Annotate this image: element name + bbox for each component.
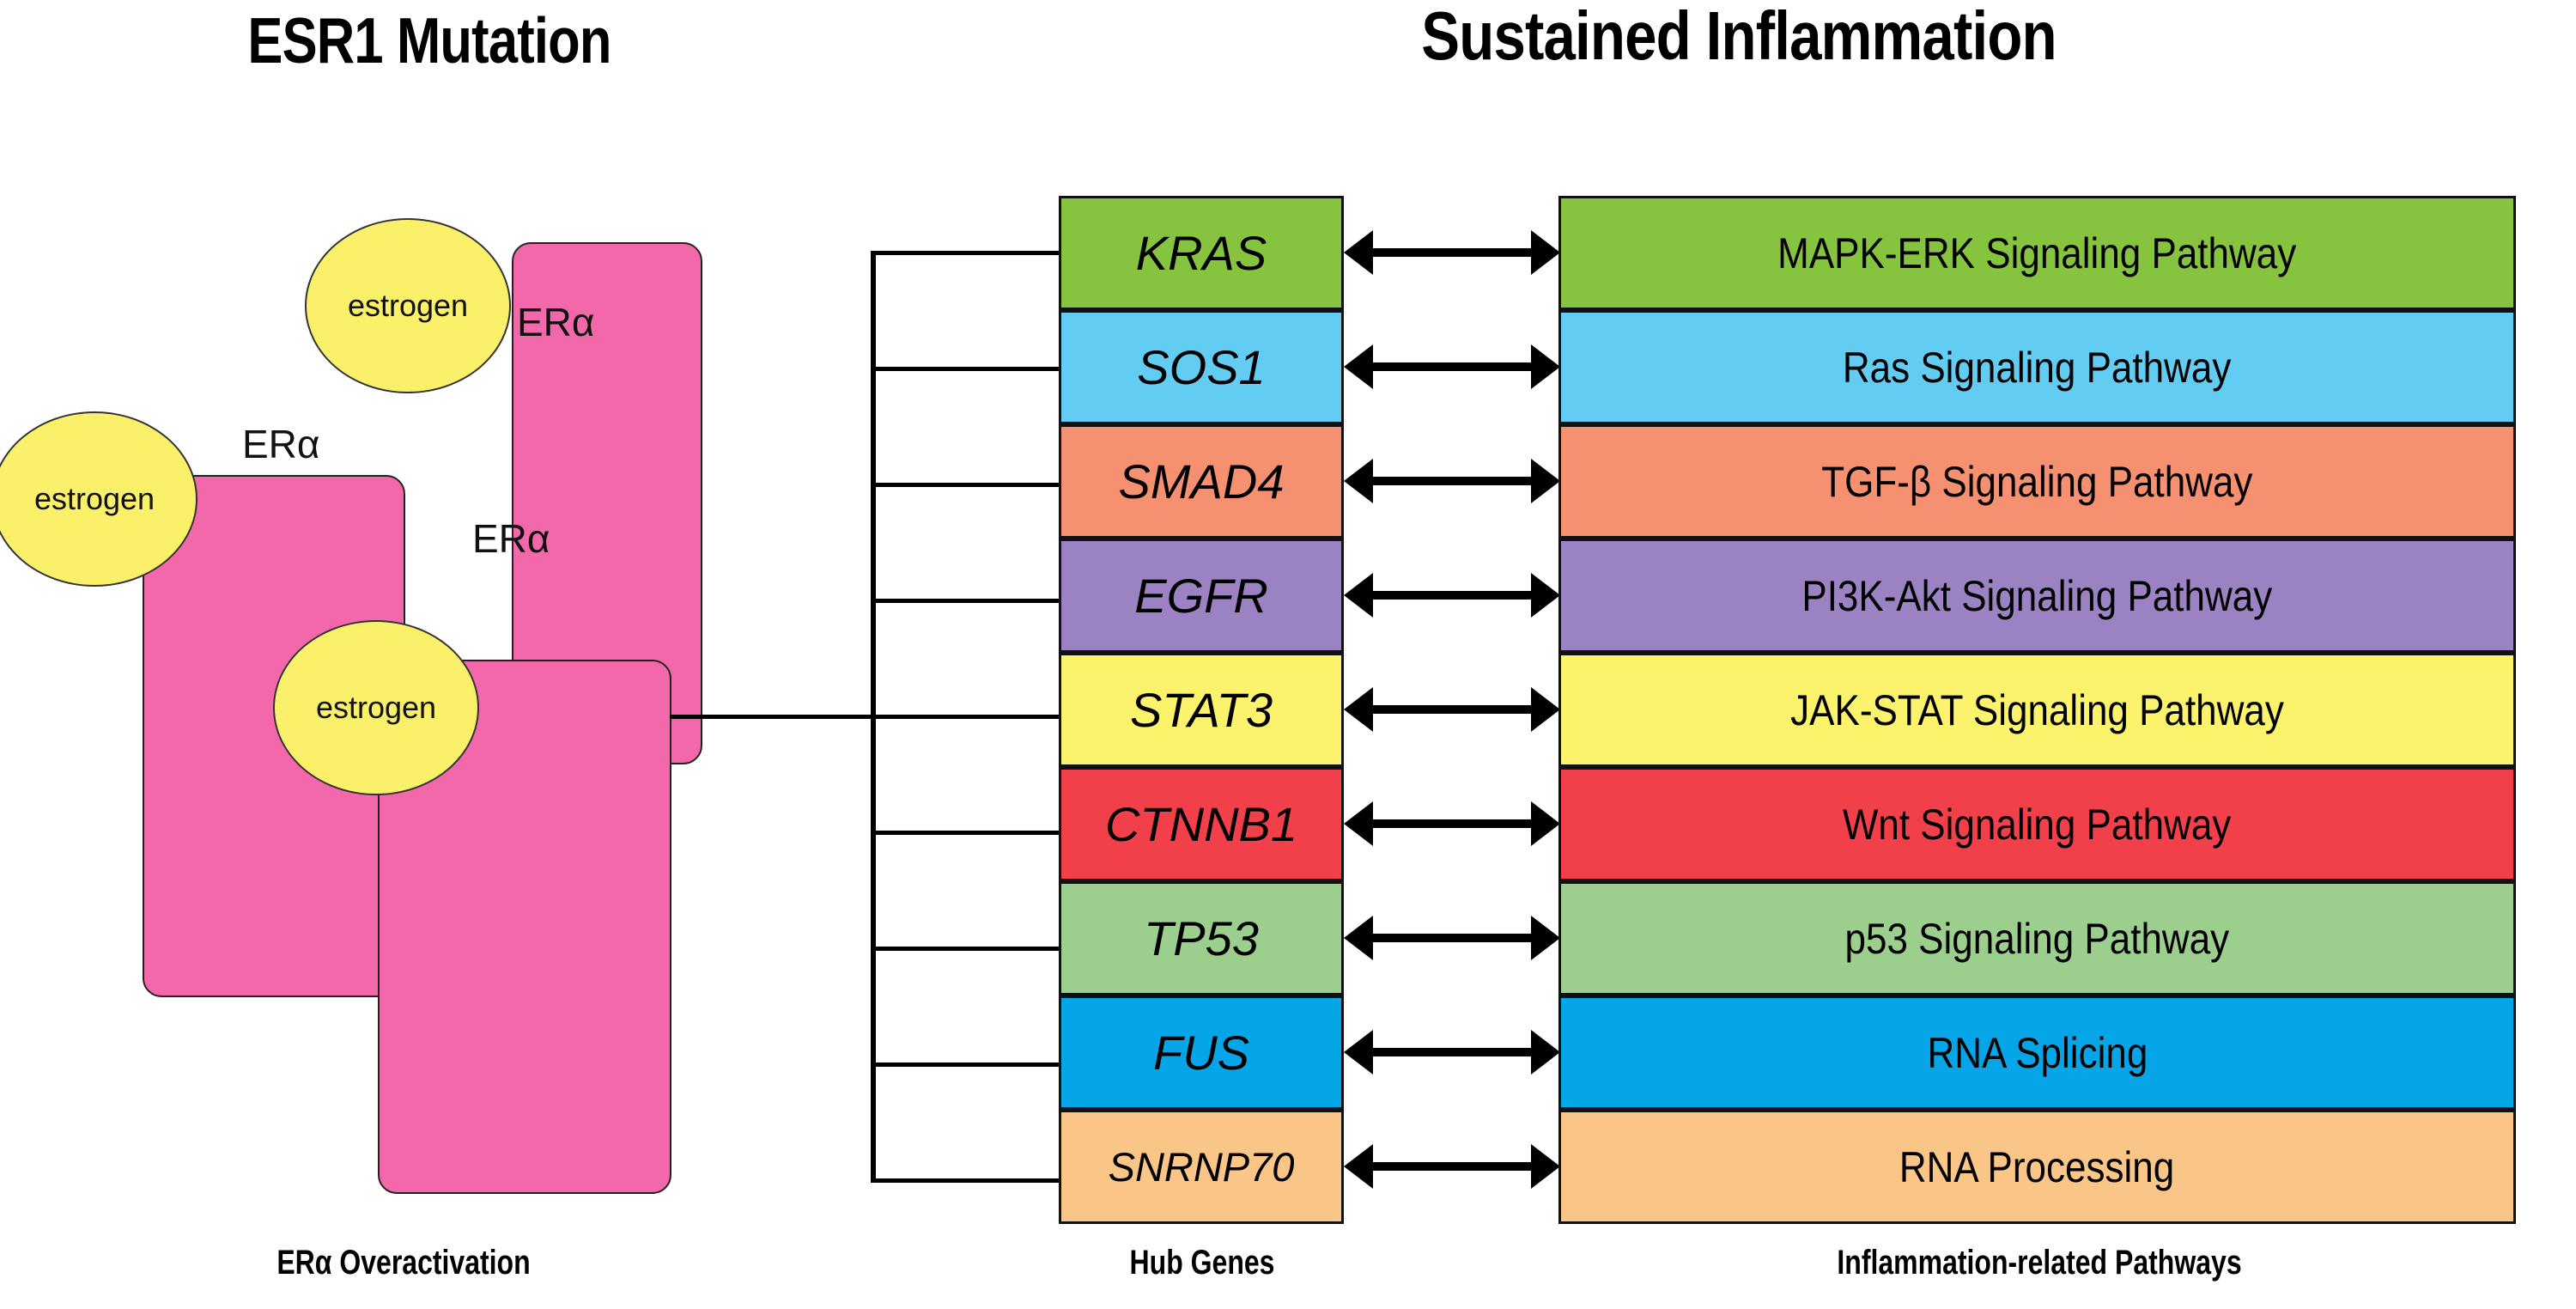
pathway-label: p53 Signaling Pathway bbox=[1844, 914, 2230, 963]
connector-branch-2 bbox=[871, 367, 1061, 371]
page-title-right: Sustained Inflammation bbox=[1421, 0, 2057, 74]
estrogen-label-2: estrogen bbox=[33, 481, 155, 516]
double-arrow-icon bbox=[1344, 344, 1560, 389]
double-arrow-icon bbox=[1344, 573, 1560, 618]
pathway-label: Wnt Signaling Pathway bbox=[1843, 800, 2232, 849]
pathway-label: RNA Splicing bbox=[1927, 1028, 2148, 1077]
caption-hub-genes: Hub Genes bbox=[1129, 1244, 1275, 1282]
gene-label: TP53 bbox=[1144, 911, 1259, 965]
arrow-shaft bbox=[1366, 705, 1538, 714]
gene-box-kras[interactable]: KRAS bbox=[1059, 196, 1344, 310]
pathway-label: MAPK-ERK Signaling Pathway bbox=[1777, 228, 2297, 277]
connector-branch-9 bbox=[871, 1178, 1061, 1183]
gene-label: CTNNB1 bbox=[1104, 797, 1298, 851]
gene-label: FUS bbox=[1153, 1026, 1249, 1080]
arrow-shaft bbox=[1366, 591, 1538, 600]
gene-box-fus[interactable]: FUS bbox=[1059, 995, 1344, 1110]
gene-box-egfr[interactable]: EGFR bbox=[1059, 539, 1344, 653]
caption-era-overactivation: ERα Overactivation bbox=[276, 1244, 531, 1282]
pathway-label: TGF-β Signaling Pathway bbox=[1821, 457, 2253, 506]
arrow-head-right bbox=[1531, 459, 1560, 503]
arrow-shaft bbox=[1366, 477, 1538, 485]
page-title-left: ESR1 Mutation bbox=[247, 4, 611, 76]
arrow-head-right bbox=[1531, 230, 1560, 275]
arrow-head-right bbox=[1531, 687, 1560, 732]
arrow-head-right bbox=[1531, 801, 1560, 846]
arrow-shaft bbox=[1366, 934, 1538, 942]
connector-branch-5 bbox=[871, 715, 1061, 719]
gene-label: STAT3 bbox=[1130, 683, 1273, 737]
pathway-box-mapk-erk[interactable]: MAPK-ERK Signaling Pathway bbox=[1558, 196, 2516, 310]
pathway-label: PI3K-Akt Signaling Pathway bbox=[1801, 571, 2273, 620]
pathway-box-rna-processing[interactable]: RNA Processing bbox=[1558, 1110, 2516, 1224]
connector-stem bbox=[670, 715, 876, 719]
pathway-box-pi3k-akt[interactable]: PI3K-Akt Signaling Pathway bbox=[1558, 539, 2516, 653]
double-arrow-icon bbox=[1344, 1144, 1560, 1189]
gene-box-stat3[interactable]: STAT3 bbox=[1059, 653, 1344, 767]
estrogen-label-3: estrogen bbox=[315, 690, 437, 725]
pathway-box-rna-splicing[interactable]: RNA Splicing bbox=[1558, 995, 2516, 1110]
connector-branch-3 bbox=[871, 483, 1061, 487]
arrow-head-right bbox=[1531, 1144, 1560, 1189]
double-arrow-icon bbox=[1344, 1030, 1560, 1075]
estrogen-ellipse-3: estrogen bbox=[273, 620, 479, 795]
receptor-label-1: ERα bbox=[517, 300, 595, 344]
connector-branch-8 bbox=[871, 1062, 1061, 1067]
gene-label: SNRNP70 bbox=[1108, 1144, 1295, 1190]
receptor-label-3: ERα bbox=[472, 516, 550, 561]
pathway-box-ras[interactable]: Ras Signaling Pathway bbox=[1558, 310, 2516, 424]
estrogen-label-1: estrogen bbox=[347, 288, 469, 323]
arrow-head-right bbox=[1531, 344, 1560, 389]
estrogen-ellipse-2: estrogen bbox=[0, 411, 197, 587]
arrow-shaft bbox=[1366, 819, 1538, 828]
double-arrow-icon bbox=[1344, 687, 1560, 732]
arrow-shaft bbox=[1366, 1048, 1538, 1056]
double-arrow-icon bbox=[1344, 916, 1560, 960]
gene-box-smad4[interactable]: SMAD4 bbox=[1059, 424, 1344, 539]
double-arrow-icon bbox=[1344, 230, 1560, 275]
arrow-head-right bbox=[1531, 1030, 1560, 1075]
connector-branch-4 bbox=[871, 599, 1061, 603]
gene-label: SMAD4 bbox=[1118, 454, 1285, 508]
gene-label: KRAS bbox=[1135, 226, 1267, 280]
pathway-box-p53[interactable]: p53 Signaling Pathway bbox=[1558, 881, 2516, 995]
pathway-label: JAK-STAT Signaling Pathway bbox=[1790, 685, 2284, 734]
arrow-shaft bbox=[1366, 248, 1538, 257]
gene-label: EGFR bbox=[1134, 569, 1268, 623]
pathway-label: RNA Processing bbox=[1899, 1142, 2175, 1191]
gene-box-snrnp70[interactable]: SNRNP70 bbox=[1059, 1110, 1344, 1224]
pathway-box-wnt[interactable]: Wnt Signaling Pathway bbox=[1558, 767, 2516, 881]
pathway-label: Ras Signaling Pathway bbox=[1843, 343, 2232, 392]
gene-box-ctnnb1[interactable]: CTNNB1 bbox=[1059, 767, 1344, 881]
arrow-head-right bbox=[1531, 573, 1560, 618]
receptor-label-2: ERα bbox=[242, 422, 320, 466]
connector-branch-1 bbox=[871, 251, 1061, 255]
connector-branch-7 bbox=[871, 947, 1061, 951]
gene-box-sos1[interactable]: SOS1 bbox=[1059, 310, 1344, 424]
pathway-box-tgf-beta[interactable]: TGF-β Signaling Pathway bbox=[1558, 424, 2516, 539]
connector-branch-6 bbox=[871, 831, 1061, 835]
caption-inflammation-pathways: Inflammation-related Pathways bbox=[1837, 1244, 2242, 1282]
pathway-box-jak-stat[interactable]: JAK-STAT Signaling Pathway bbox=[1558, 653, 2516, 767]
gene-box-tp53[interactable]: TP53 bbox=[1059, 881, 1344, 995]
double-arrow-icon bbox=[1344, 801, 1560, 846]
double-arrow-icon bbox=[1344, 459, 1560, 503]
arrow-shaft bbox=[1366, 362, 1538, 371]
arrow-shaft bbox=[1366, 1162, 1538, 1171]
estrogen-ellipse-1: estrogen bbox=[305, 218, 511, 393]
arrow-head-right bbox=[1531, 916, 1560, 960]
gene-label: SOS1 bbox=[1137, 340, 1266, 394]
